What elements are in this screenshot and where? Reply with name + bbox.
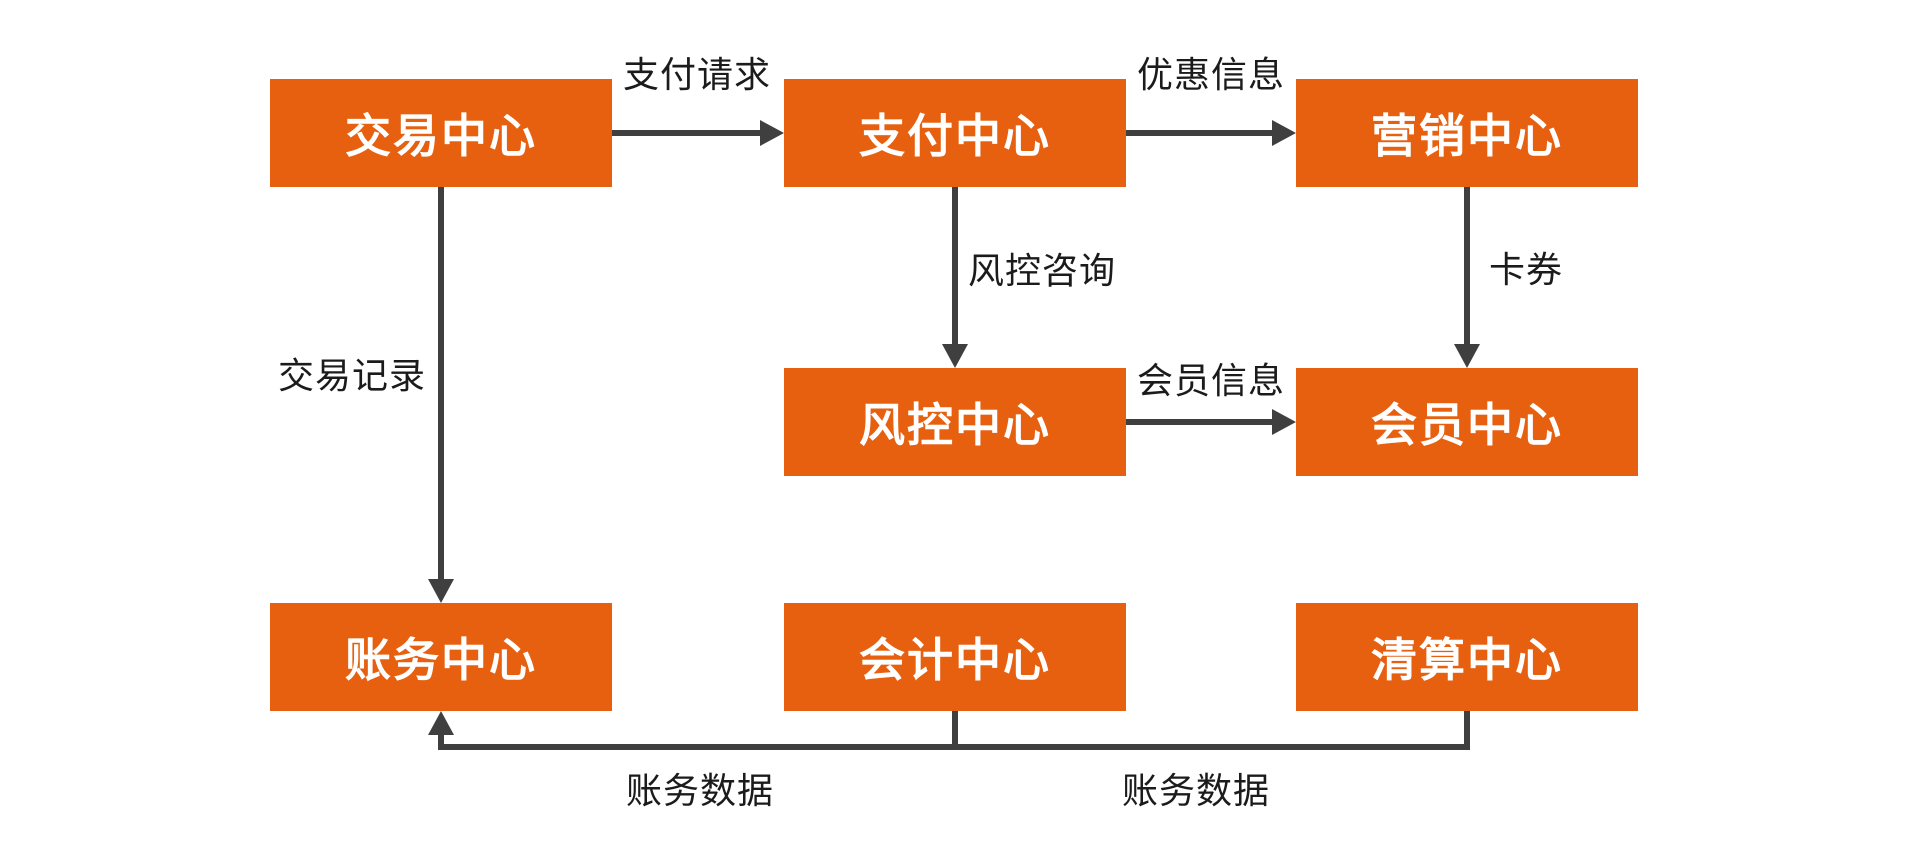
node-risk-control-center: 风控中心 bbox=[784, 368, 1126, 476]
edge-payment-request-arrowhead-icon bbox=[760, 120, 784, 146]
edge-risk-consult-line bbox=[952, 187, 958, 344]
edge-promo-info-arrowhead-icon bbox=[1272, 120, 1296, 146]
node-payment-center: 支付中心 bbox=[784, 79, 1126, 187]
edge-label-coupon: 卡券 bbox=[1488, 249, 1564, 290]
edge-risk-consult-arrowhead-icon bbox=[942, 344, 968, 368]
edge-member-info-line bbox=[1126, 419, 1272, 425]
edge-label-payment-request: 支付请求 bbox=[622, 54, 772, 95]
node-account-center: 账务中心 bbox=[270, 603, 612, 711]
edge-account-data-right-drop-line bbox=[1464, 711, 1470, 750]
edge-account-data-arrowhead-icon bbox=[428, 711, 454, 735]
node-trade-center: 交易中心 bbox=[270, 79, 612, 187]
edge-label-account-data-right: 账务数据 bbox=[1121, 770, 1271, 811]
edge-label-transaction-record: 交易记录 bbox=[277, 355, 427, 396]
edge-coupon-line bbox=[1464, 187, 1470, 344]
edge-payment-request-line bbox=[612, 130, 760, 136]
edge-label-member-info: 会员信息 bbox=[1136, 360, 1286, 401]
edge-label-promo-info: 优惠信息 bbox=[1136, 54, 1286, 95]
node-clearing-center: 清算中心 bbox=[1296, 603, 1638, 711]
edge-account-data-left-drop-line bbox=[952, 711, 958, 750]
node-member-center: 会员中心 bbox=[1296, 368, 1638, 476]
edge-promo-info-line bbox=[1126, 130, 1272, 136]
edge-account-data-horizontal-line bbox=[438, 744, 1470, 750]
edge-coupon-arrowhead-icon bbox=[1454, 344, 1480, 368]
edge-transaction-record-line bbox=[438, 187, 444, 579]
node-marketing-center: 营销中心 bbox=[1296, 79, 1638, 187]
edge-account-data-riser-line bbox=[438, 733, 444, 747]
edge-transaction-record-arrowhead-icon bbox=[428, 579, 454, 603]
edge-label-account-data-left: 账务数据 bbox=[625, 770, 775, 811]
node-accounting-center: 会计中心 bbox=[784, 603, 1126, 711]
edge-label-risk-consult: 风控咨询 bbox=[967, 250, 1117, 291]
edge-member-info-arrowhead-icon bbox=[1272, 409, 1296, 435]
